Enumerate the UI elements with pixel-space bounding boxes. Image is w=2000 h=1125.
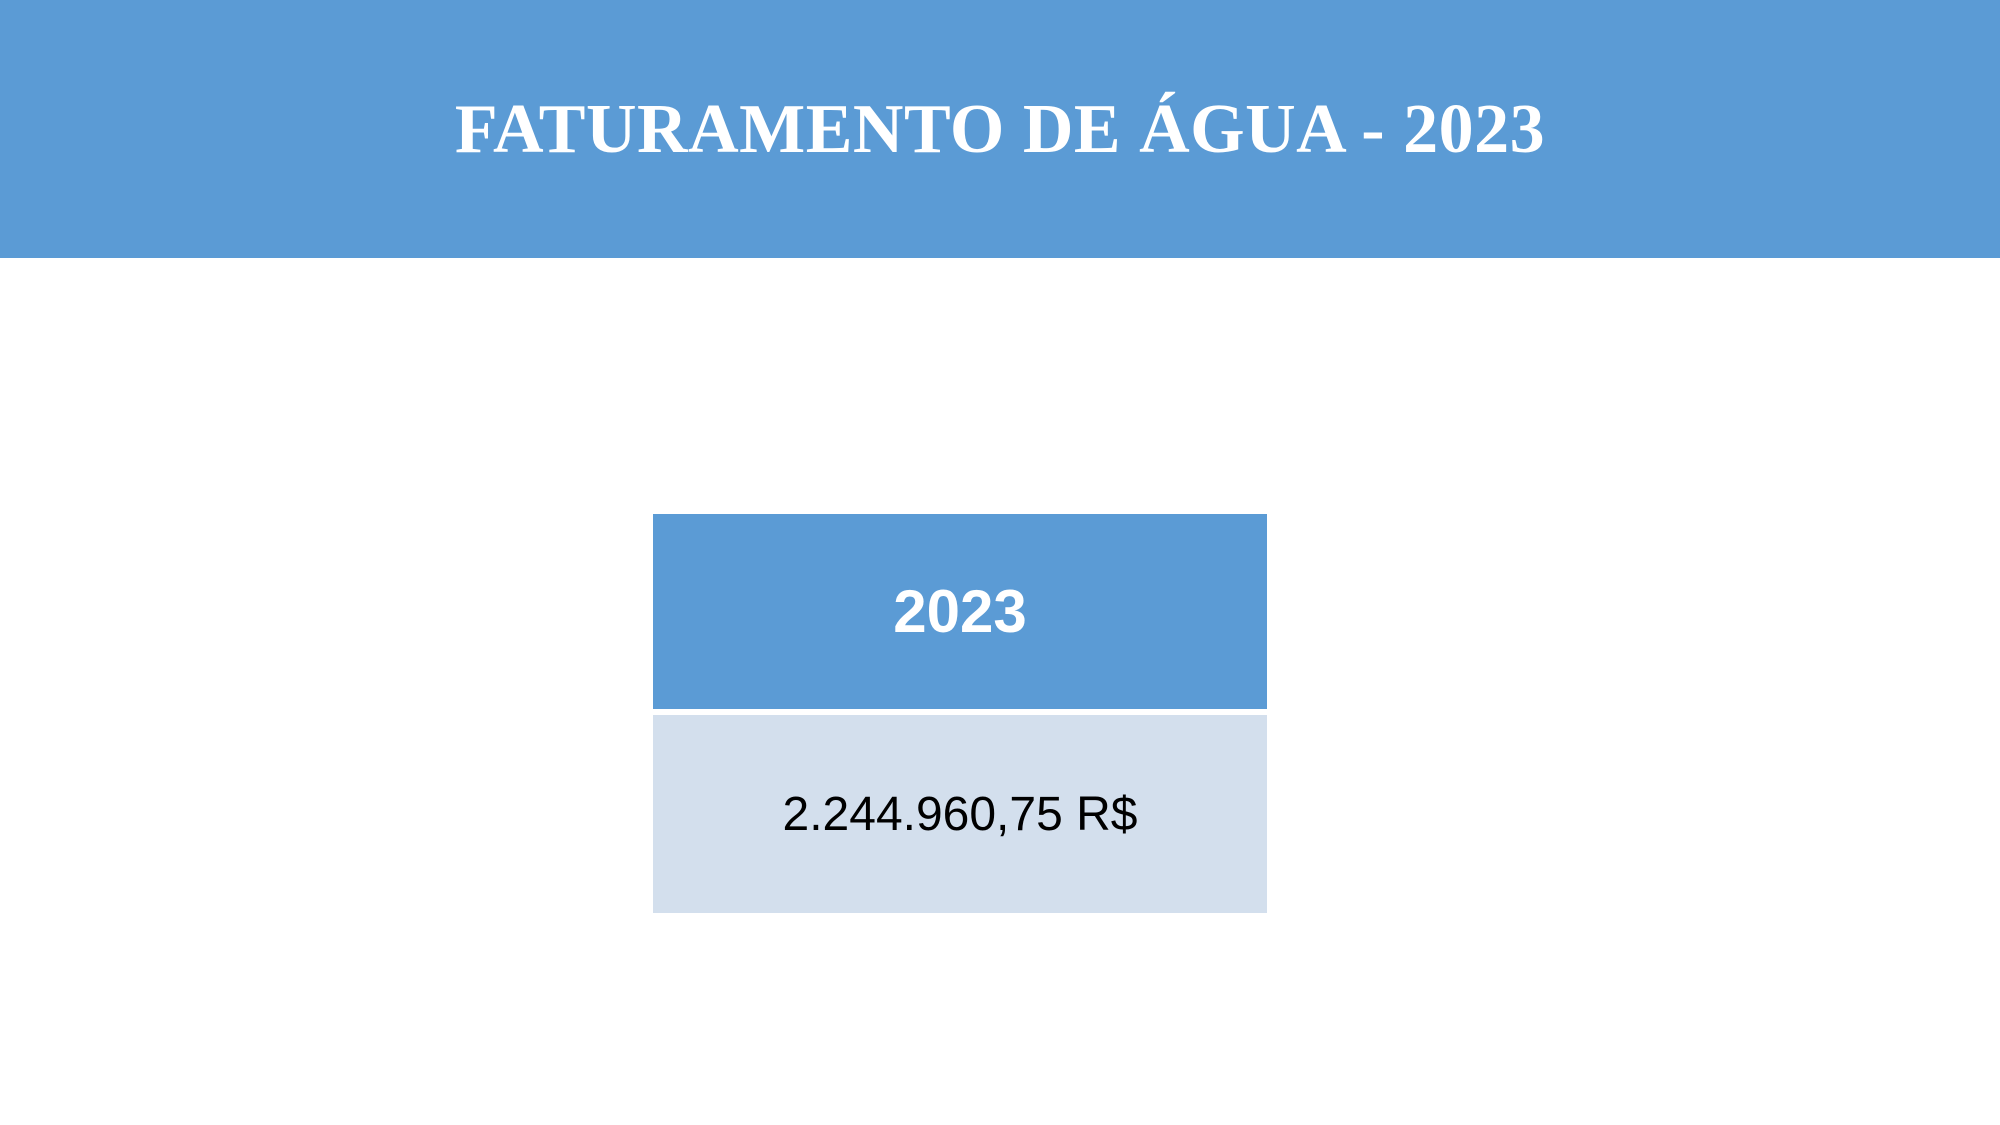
table-cell-revenue: 2.244.960,75 R$ <box>653 715 1267 913</box>
revenue-table: 2023 2.244.960,75 R$ <box>653 514 1267 913</box>
slide-title: FATURAMENTO DE ÁGUA - 2023 <box>454 91 1546 168</box>
table-divider <box>653 709 1267 715</box>
table-header-year: 2023 <box>653 514 1267 709</box>
title-band <box>0 0 2000 258</box>
